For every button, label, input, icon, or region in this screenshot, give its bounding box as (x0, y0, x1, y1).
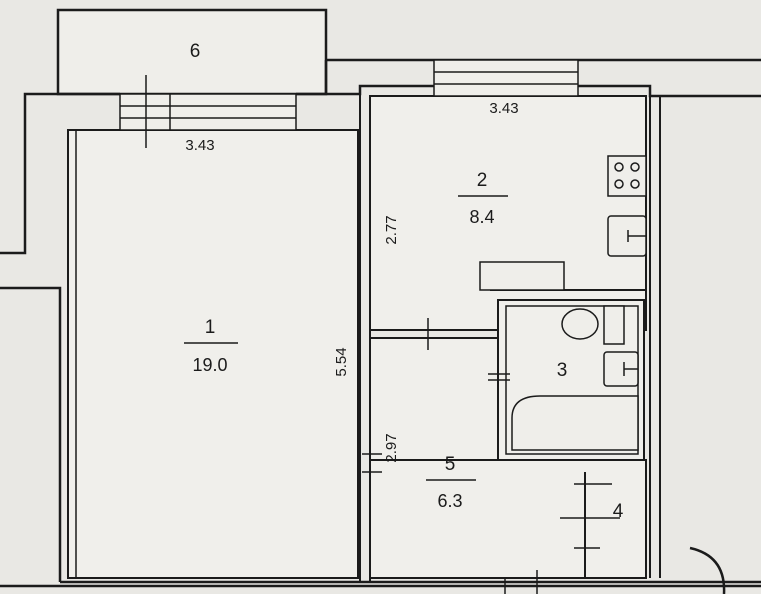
room-1-label: 1 (205, 317, 216, 338)
room-2-label: 2 (477, 170, 488, 191)
room-2-width-dimension: 3.43 (489, 100, 518, 117)
room-4-label: 4 (613, 501, 624, 522)
room-1-length-dimension: 5.54 (333, 347, 350, 376)
bathroom-sink-icon (603, 351, 639, 387)
kitchen-counter (479, 261, 565, 291)
room-2-outline (369, 95, 647, 331)
toilet-icon (561, 305, 625, 345)
room-2-area: 8.4 (469, 207, 494, 227)
room-1-area: 19.0 (192, 355, 227, 375)
room-5-length-dimension: 2.97 (383, 433, 400, 462)
room-5-label: 5 (445, 454, 456, 475)
room-1-width-dimension: 3.43 (185, 137, 214, 154)
window-room-1 (119, 75, 297, 148)
room-3-label: 3 (557, 360, 568, 381)
bathtub-icon (511, 395, 639, 451)
room-1-outline (67, 129, 359, 579)
bottom-window (504, 570, 538, 594)
entrance-curve (689, 546, 726, 594)
room-5-area: 6.3 (437, 491, 462, 511)
room-5-lower-outline (369, 459, 647, 579)
room-2-length-dimension: 2.77 (383, 215, 400, 244)
balcony-outline (56, 8, 328, 96)
kitchen-sink-icon (607, 215, 647, 257)
room-6-label: 6 (190, 41, 201, 62)
interior-walls (359, 94, 661, 582)
window-room-2 (433, 59, 579, 97)
door-marks (362, 318, 620, 549)
stove-icon (607, 155, 647, 197)
